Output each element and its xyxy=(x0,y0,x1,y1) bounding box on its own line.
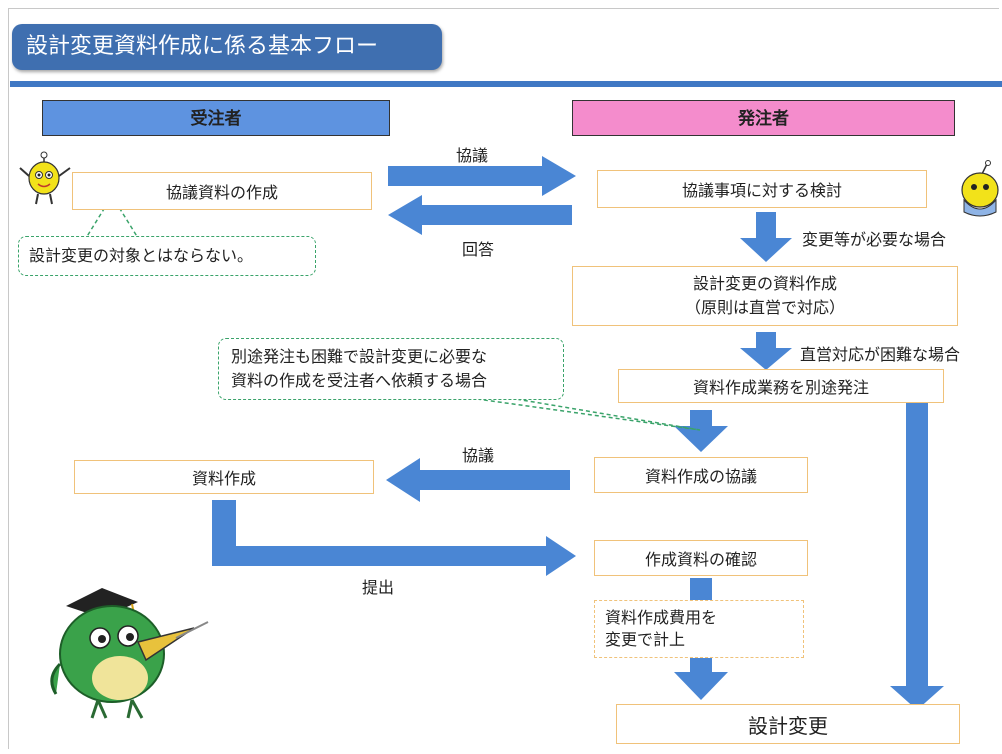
box-sekkei-henko: 設計変更 xyxy=(616,704,960,744)
title-underline xyxy=(10,81,1002,87)
arrow-kaito-left xyxy=(388,195,572,235)
note-cost-line1: 資料作成費用を xyxy=(605,608,718,627)
mascot-yellow-icon xyxy=(19,151,71,205)
note-request-line2: 資料の作成を受注者へ依頼する場合 xyxy=(231,371,488,390)
note-request: 別途発注も困難で設計変更に必要な 資料の作成を受注者へ依頼する場合 xyxy=(218,338,564,400)
box-shiryo-sakusei: 資料作成 xyxy=(74,460,374,494)
client-header: 発注者 xyxy=(572,100,955,136)
box-shiryo-kyogi: 資料作成の協議 xyxy=(594,457,808,493)
arrow-kyogi-left xyxy=(386,458,570,502)
label-teishutsu: 提出 xyxy=(362,578,395,597)
note-request-line1: 別途発注も困難で設計変更に必要な xyxy=(231,347,488,366)
box-kyogi-kento: 協議事項に対する検討 xyxy=(597,170,927,208)
arrow-down-1 xyxy=(740,212,792,262)
note-not-target: 設計変更の対象とはならない。 xyxy=(18,236,316,276)
page-frame xyxy=(8,8,999,749)
label-kyogi-mid: 協議 xyxy=(462,446,495,465)
box-kakunin: 作成資料の確認 xyxy=(594,540,808,576)
box-sekkei-shiryo: 設計変更の資料作成 （原則は直営で対応） xyxy=(572,266,958,326)
box-sekkei-shiryo-line2: （原則は直営で対応） xyxy=(684,298,845,317)
arrow-teishutsu xyxy=(212,500,576,576)
label-henko-hitsuyo: 変更等が必要な場合 xyxy=(802,230,947,249)
box-betto-hatchu: 資料作成業務を別途発注 xyxy=(618,369,944,403)
page-title: 設計変更資料作成に係る基本フロー xyxy=(12,24,442,70)
arrow-kyogi-right xyxy=(388,156,576,196)
mascot-blue-icon xyxy=(961,160,999,217)
label-kaito: 回答 xyxy=(462,240,495,259)
arrow-down-3 xyxy=(674,410,728,452)
arrow-down-2 xyxy=(740,332,792,370)
note-cost-line2: 変更で計上 xyxy=(605,630,686,649)
note-cost: 資料作成費用を 変更で計上 xyxy=(594,600,804,658)
label-kyogi-top: 協議 xyxy=(456,146,489,165)
contractor-header: 受注者 xyxy=(42,100,390,136)
arrow-long-right xyxy=(890,402,944,710)
note-connector-mid xyxy=(469,397,701,431)
label-chokuei-konnan: 直営対応が困難な場合 xyxy=(800,345,961,364)
box-sekkei-shiryo-line1: 設計変更の資料作成 xyxy=(692,274,837,293)
mascot-bird-icon xyxy=(50,588,209,719)
box-kyogi-shiryo: 協議資料の作成 xyxy=(72,172,372,210)
